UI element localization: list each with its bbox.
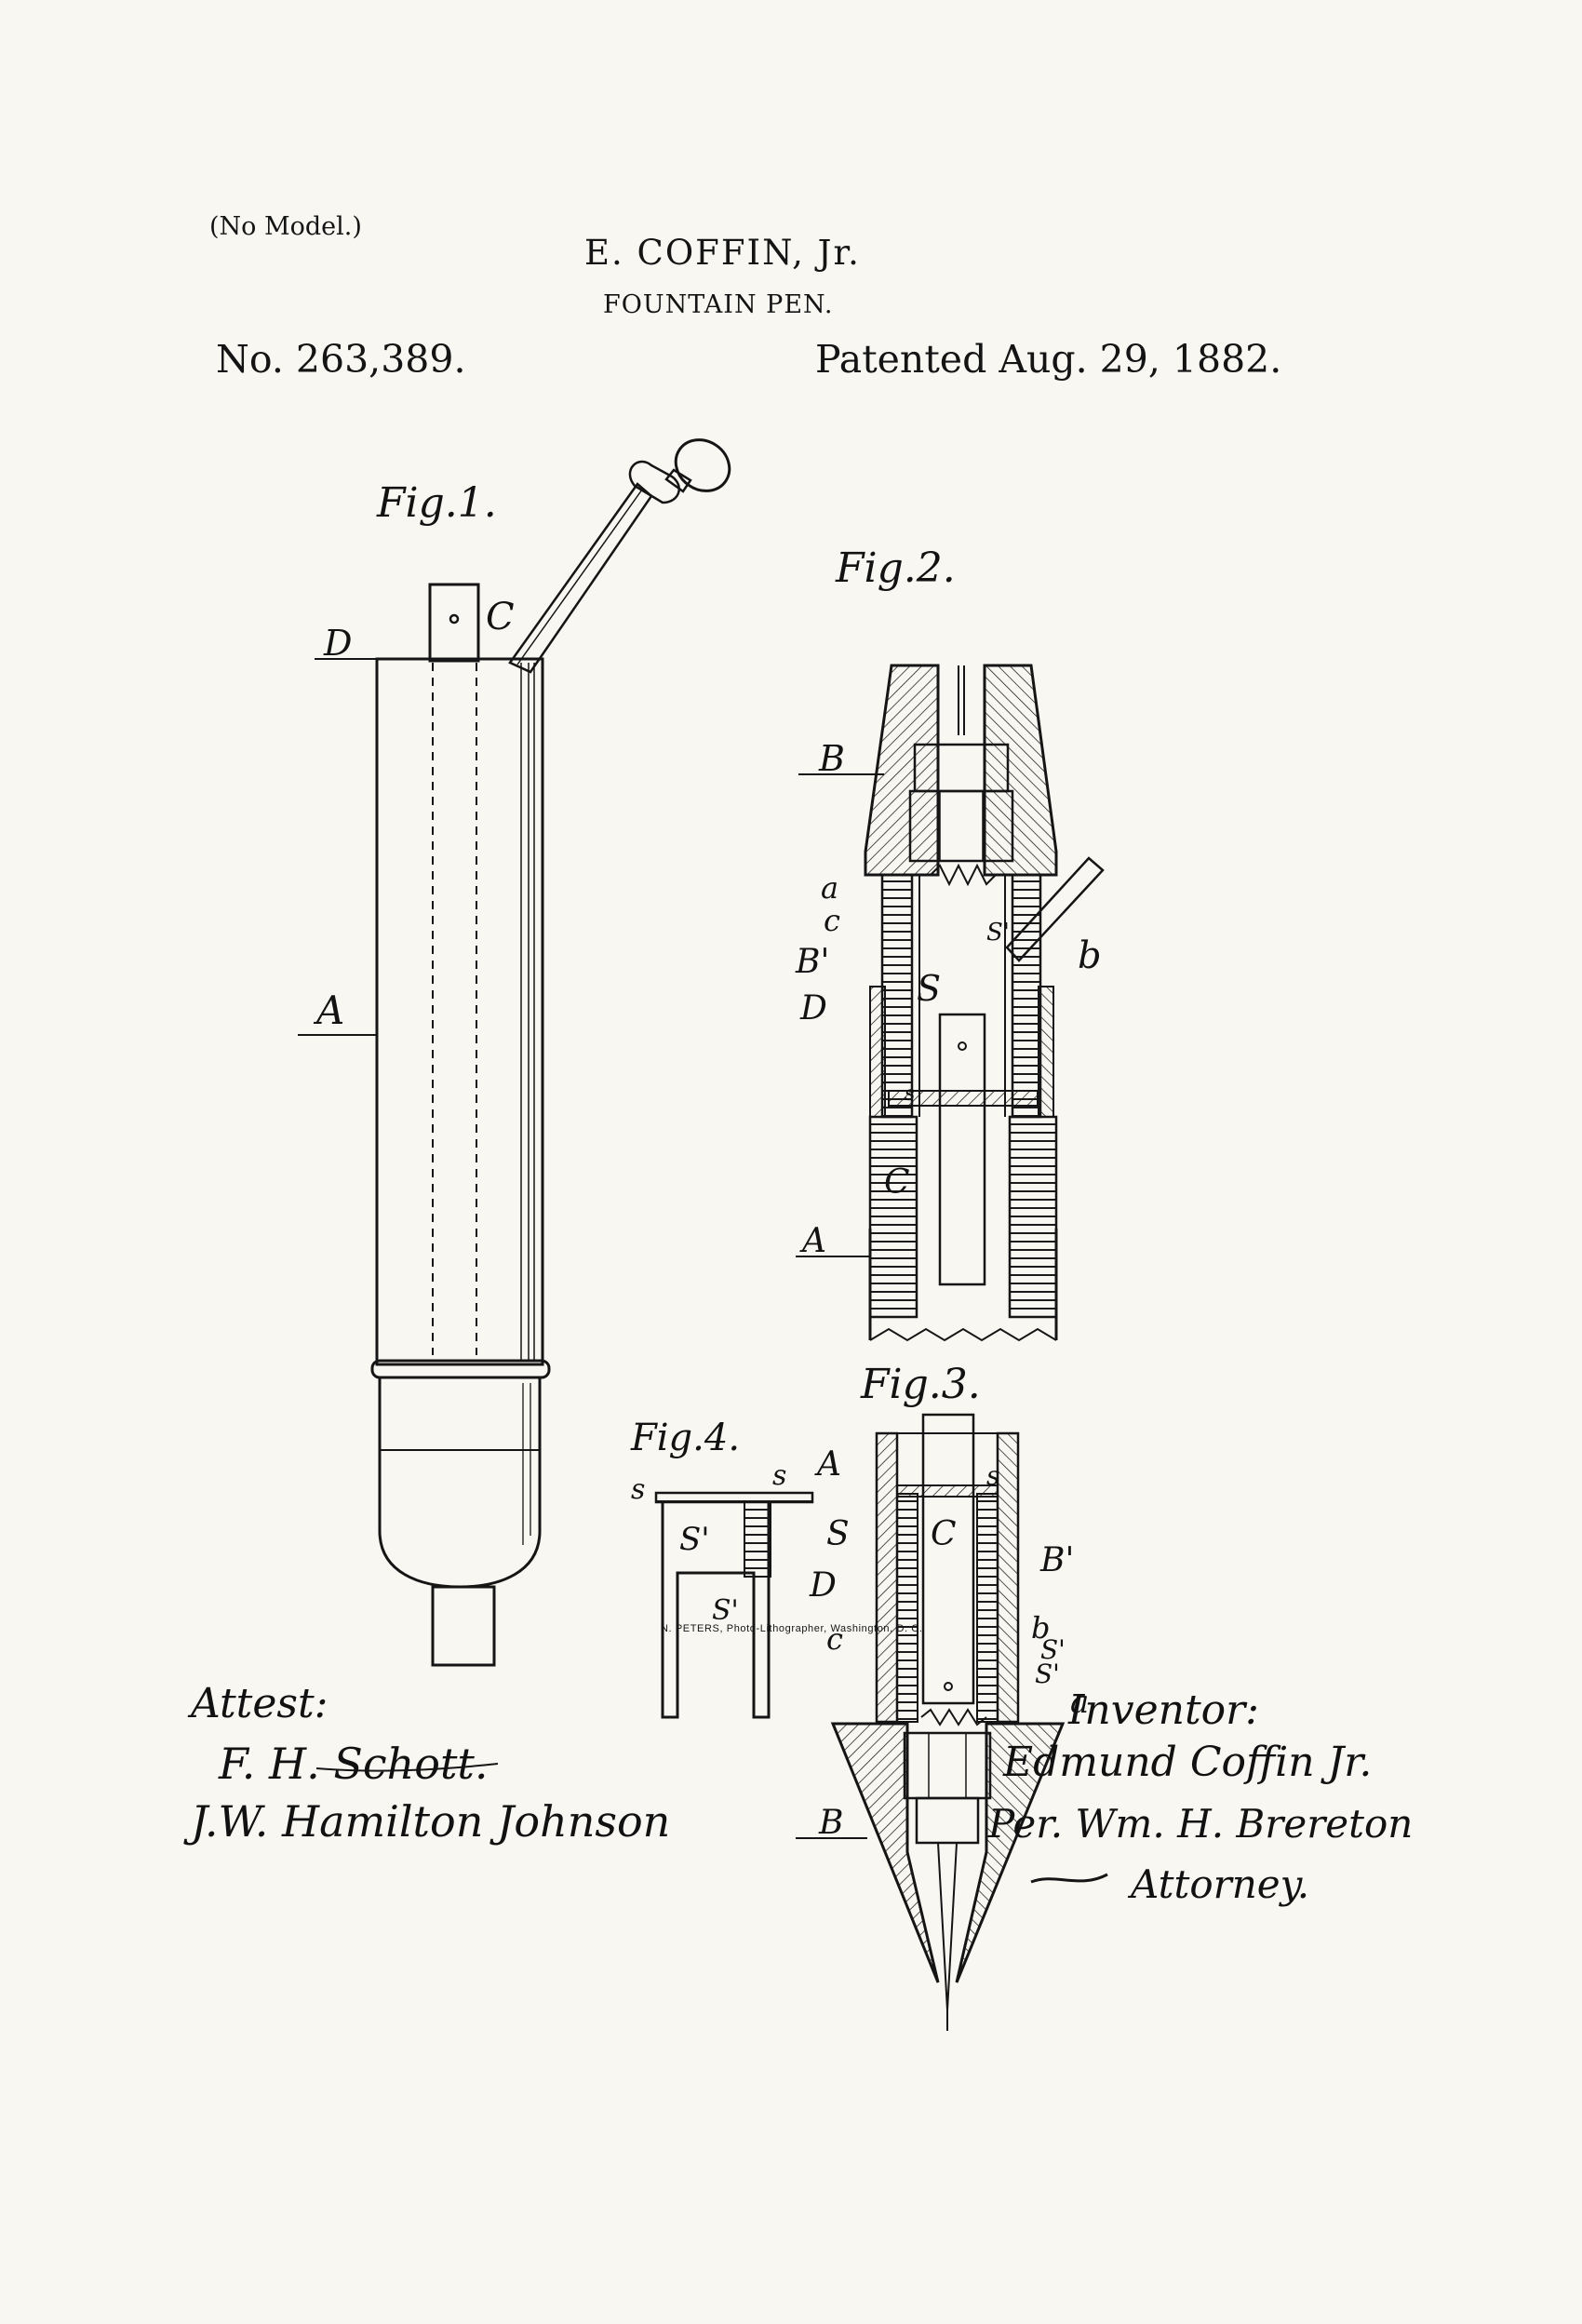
fig2-disc	[888, 1090, 1039, 1107]
inventor-name: E. COFFIN, Jr.	[584, 233, 861, 273]
no-model-note: (No Model.)	[209, 212, 362, 241]
fig1-dropper	[508, 438, 731, 674]
fig2-plunger-rod	[938, 1013, 986, 1286]
fig1-end-stub	[431, 1585, 496, 1667]
fig4-body	[661, 1502, 771, 1719]
figure-3-section-lower: Fig.3. A	[796, 1361, 1089, 2031]
fig2-cap-left-wall	[864, 664, 940, 877]
fig1-part-D: D	[323, 623, 352, 664]
inventor-label: Inventor:	[1068, 1686, 1259, 1734]
fig2-part-B1: B'	[795, 943, 829, 981]
fig1-plunger-rod	[428, 583, 480, 663]
fig4-top-flange	[654, 1491, 814, 1504]
fig2-label: Fig.2.	[835, 544, 956, 592]
fig3-part-D: D	[809, 1566, 837, 1605]
fig3-part-b: b	[1031, 1610, 1050, 1646]
fig4-part-s-left: s	[631, 1473, 645, 1506]
witness-signature-2: J.W. Hamilton Johnson	[191, 1796, 671, 1847]
fig2-part-S1: S'	[986, 919, 1010, 947]
fig2-barrel-left	[868, 1115, 918, 1319]
fig2-barrel-right	[1008, 1115, 1058, 1319]
fig2-part-C: C	[884, 1163, 910, 1202]
fig2-part-s: s	[905, 1082, 915, 1106]
lithographer-credit: N. PETERS, Photo-Lithographer, Washingto…	[661, 1623, 923, 1634]
fig3-barrel-right	[996, 1431, 1020, 1724]
fig3-part-B1: B'	[1039, 1541, 1074, 1579]
figure-1-pen-exterior: Fig.1.	[298, 438, 731, 1667]
witness-underline	[315, 1763, 499, 1772]
fig4-part-S1-bottom: S'	[712, 1594, 739, 1627]
fig2-part-S: S	[917, 968, 941, 1009]
patent-date: Patented Aug. 29, 1882.	[815, 337, 1282, 382]
fig3-needle	[936, 1842, 959, 2011]
fig2-thread-right	[1011, 873, 1042, 1119]
fig2-cap-right-wall	[983, 664, 1058, 877]
fig3-nut	[903, 1731, 992, 1800]
fig2-part-c: c	[824, 903, 840, 938]
fig2-sleeve-left	[869, 986, 886, 1118]
fig2-part-A: A	[799, 1222, 826, 1260]
patent-number: No. 263,389.	[216, 337, 466, 382]
figure-4-clip-detail: Fig.4. s s S' S'	[630, 1417, 814, 1719]
fig1-collar-ring	[370, 1359, 551, 1379]
fig3-sleeve-right	[976, 1493, 999, 1723]
fig3-label: Fig.3.	[860, 1361, 981, 1408]
fig3-plunger-rod	[921, 1413, 975, 1705]
fig3-part-a: a	[1070, 1684, 1089, 1721]
fig1-end-cap	[378, 1377, 542, 1589]
fig3-part-C: C	[931, 1515, 957, 1553]
fig3-sleeve-left	[896, 1493, 918, 1723]
fig3-cone-left	[830, 1722, 940, 1983]
attorney-flourish	[1030, 1873, 1108, 1884]
fig3-spring	[920, 1708, 987, 1726]
fig2-sleeve-right	[1038, 986, 1054, 1118]
inventor-signature: Edmund Coffin Jr.	[1003, 1739, 1373, 1786]
fig3-part-s: s	[986, 1460, 999, 1491]
fig4-part-s-right: s	[772, 1459, 786, 1492]
fig2-spring	[930, 863, 997, 887]
fig2-nib	[1005, 856, 1105, 962]
fig2-thread-left	[880, 873, 914, 1119]
fig2-part-B: B	[818, 738, 845, 779]
fig3-part-B: B	[818, 1804, 843, 1842]
attorney-label: Attorney.	[1131, 1861, 1310, 1907]
fig3-disc	[896, 1484, 999, 1498]
fig4-part-S1-top: S'	[679, 1521, 710, 1558]
fig1-part-C: C	[486, 596, 515, 638]
fig2-part-b: b	[1078, 934, 1102, 977]
fig3-cone-right	[955, 1722, 1066, 1983]
fig4-side-plate	[744, 1501, 771, 1578]
fig1-barrel	[375, 657, 544, 1366]
fig1-label: Fig.1.	[376, 479, 497, 527]
fig3-part-S: S	[826, 1515, 850, 1553]
fig2-part-D: D	[799, 989, 827, 1028]
fig3-part-S1a: S'	[1040, 1634, 1066, 1665]
attorney-signature: Per. Wm. H. Brereton	[988, 1801, 1414, 1847]
witness-signature-1: F. H. Schott.	[219, 1739, 489, 1789]
fig3-part-S1b: S'	[1035, 1659, 1060, 1689]
fig4-label: Fig.4.	[630, 1417, 740, 1459]
attest-label: Attest:	[191, 1680, 328, 1727]
patent-title: FOUNTAIN PEN.	[603, 290, 834, 319]
figure-2-section-upper: Fig.2.	[795, 544, 1105, 1342]
fig3-barrel-left	[875, 1431, 899, 1724]
fig2-part-a: a	[821, 870, 838, 906]
fig3-part-c: c	[826, 1621, 843, 1657]
fig1-part-A: A	[313, 987, 344, 1033]
fig3-part-A: A	[814, 1445, 841, 1484]
